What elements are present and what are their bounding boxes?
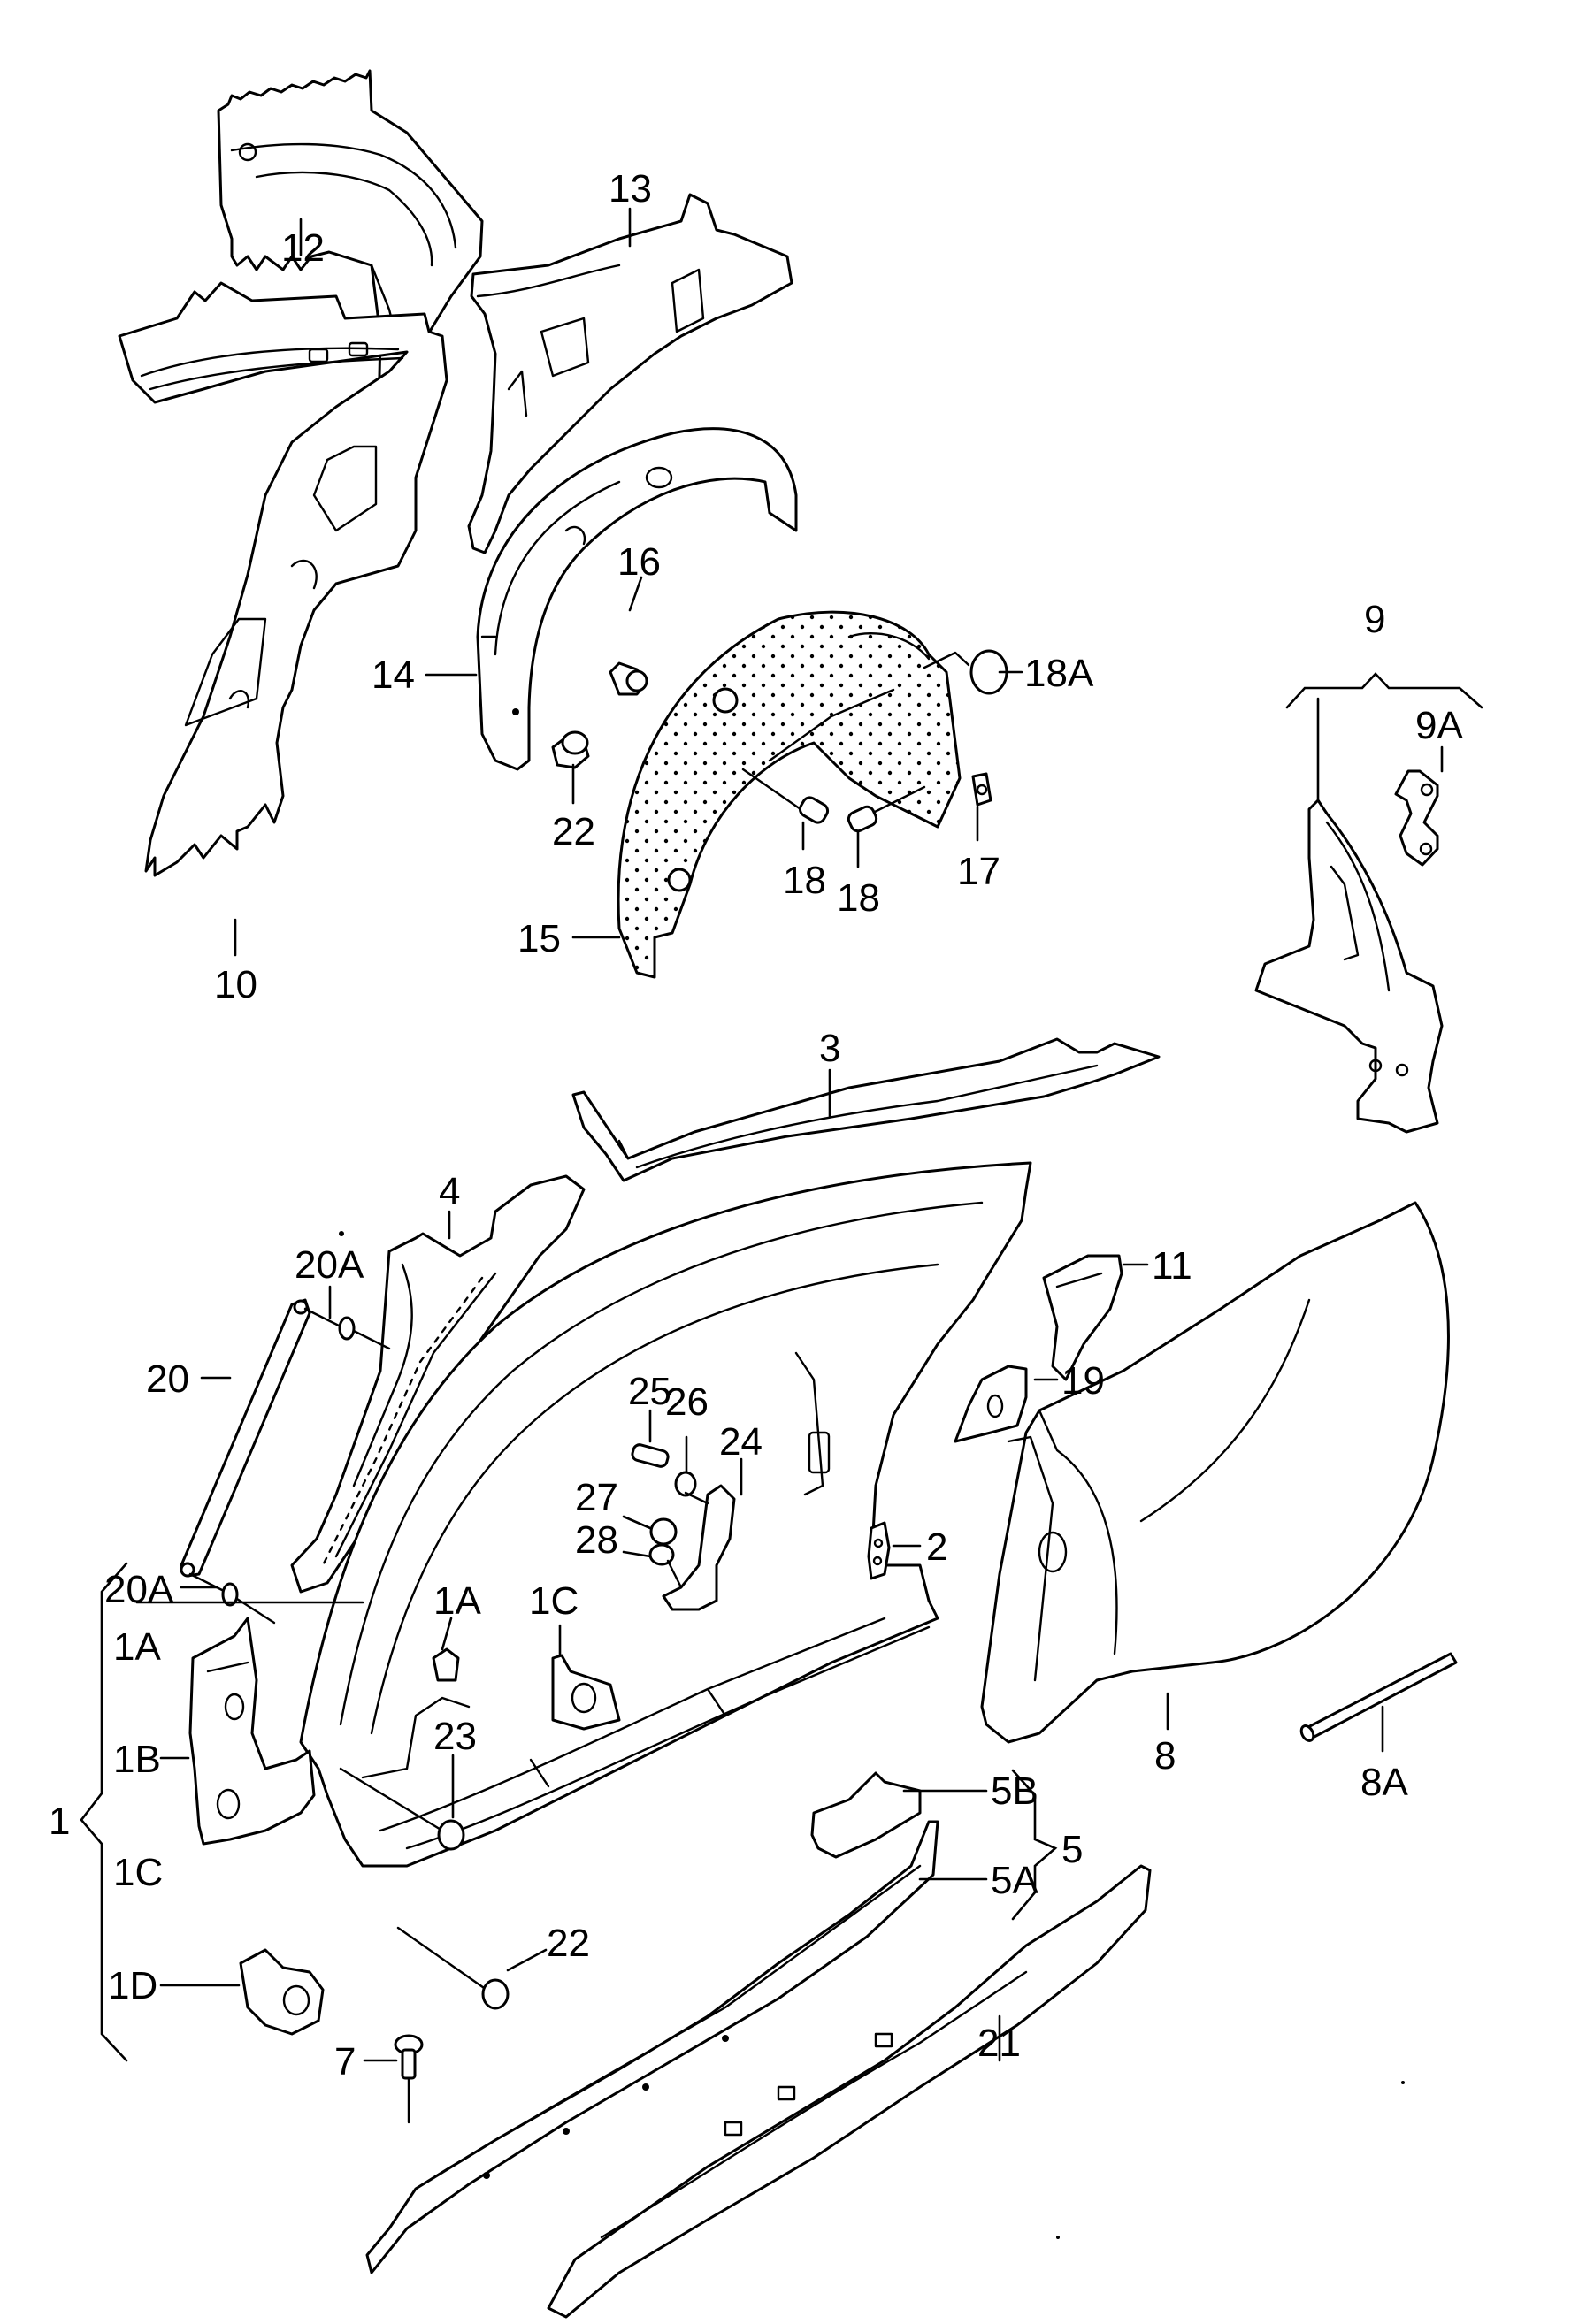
- callout-13: 13: [609, 167, 652, 210]
- part-4-a-pillar: [290, 1174, 586, 1594]
- callout-24: 24: [719, 1420, 763, 1464]
- part-23-expanding-nut: [339, 1767, 465, 1851]
- callout-15: 15: [517, 917, 561, 960]
- callout-5: 5: [1061, 1828, 1083, 1871]
- callout-10: 10: [214, 963, 257, 1006]
- callout-20A-top: 20A: [295, 1243, 364, 1287]
- part-5A-sill: [365, 1820, 939, 2274]
- callout-5A: 5A: [991, 1859, 1038, 1902]
- callout-18A: 18A: [1024, 652, 1094, 695]
- callout-7: 7: [334, 2040, 356, 2083]
- callout-3: 3: [819, 1027, 840, 1070]
- part-15-wheel-arch-liner: [617, 610, 962, 979]
- callout-8A: 8A: [1360, 1761, 1408, 1804]
- callout-26: 26: [665, 1380, 709, 1424]
- callout-9A: 9A: [1415, 704, 1463, 747]
- scan-speck: [1401, 2081, 1405, 2084]
- part-22-expanding-nut-lower: [396, 1926, 510, 2010]
- callout-12: 12: [281, 226, 325, 270]
- part-10-inner-panel: [118, 281, 448, 877]
- part-2-bracket: [867, 1521, 891, 1580]
- part-20A-pin-top: [303, 1307, 391, 1350]
- callout-18-b: 18: [837, 876, 880, 920]
- callout-25: 25: [628, 1370, 671, 1413]
- part-8A-rod: [1299, 1652, 1458, 1742]
- callout-5B: 5B: [991, 1770, 1038, 1813]
- scan-speck: [1056, 2236, 1060, 2239]
- callout-21: 21: [977, 2022, 1021, 2065]
- part-20A-pin-bottom: [188, 1572, 276, 1625]
- callout-4: 4: [439, 1170, 460, 1213]
- part-8-quarter-panel: [980, 1201, 1450, 1744]
- part-11-bracket: [1042, 1254, 1123, 1381]
- callout-23: 23: [433, 1715, 477, 1758]
- callout-9: 9: [1364, 598, 1385, 641]
- part-18-screw-b: [847, 785, 926, 833]
- part-7-clip: [394, 2034, 424, 2124]
- callout-1: 1: [49, 1800, 70, 1843]
- callout-1A-left: 1A: [113, 1625, 161, 1669]
- part-1C-bracket: [551, 1654, 621, 1731]
- callout-22-lower: 22: [547, 1922, 590, 1965]
- part-19-bracket: [954, 1365, 1028, 1443]
- callout-20A-bottom: 20A: [104, 1568, 174, 1611]
- part-22-expanding-nut-top: [551, 730, 590, 769]
- callout-1A-right: 1A: [433, 1579, 481, 1623]
- leader-lines: [80, 207, 1483, 2062]
- callout-1C-left: 1C: [113, 1851, 163, 1894]
- part-24-hinge-bracket: [662, 1484, 736, 1611]
- part-21-sill-trim: [547, 1864, 1152, 2319]
- callout-22-top: 22: [552, 810, 595, 853]
- part-16-clip: [609, 661, 648, 696]
- callout-1B: 1B: [113, 1738, 161, 1781]
- part-1A-clip: [432, 1647, 460, 1682]
- part-5B-reinforcement: [810, 1771, 922, 1859]
- part-1D-end-cap: [239, 1948, 325, 2036]
- callout-20: 20: [146, 1357, 189, 1401]
- part-20-strut: [180, 1298, 311, 1578]
- scan-speck: [339, 1231, 344, 1236]
- callout-8: 8: [1154, 1734, 1176, 1777]
- callout-27: 27: [575, 1476, 618, 1519]
- callout-16: 16: [617, 540, 661, 584]
- callout-11: 11: [1152, 1244, 1192, 1288]
- part-3-roof-rail: [571, 1037, 1161, 1182]
- callout-1D: 1D: [108, 1964, 157, 2007]
- callout-1C-right: 1C: [529, 1579, 579, 1623]
- part-27-nut: [649, 1517, 678, 1546]
- part-17-nut-clip: [971, 772, 992, 807]
- callout-labels: 12 13 14 16 18A 22 18 18 17 15 10 9 9A 3…: [49, 167, 1463, 2083]
- main-side-frame: [299, 1161, 1032, 1868]
- part-13-inner-upper-panel: [467, 193, 793, 554]
- part-9A-bracket: [1394, 769, 1439, 867]
- callout-19: 19: [1061, 1359, 1105, 1403]
- part-9-pillar: [1254, 799, 1444, 1134]
- callout-17: 17: [957, 850, 1000, 893]
- part-1B-panel: [188, 1617, 316, 1846]
- callout-14: 14: [372, 654, 415, 697]
- part-14-wheel-housing: [476, 427, 798, 771]
- callout-28: 28: [575, 1518, 618, 1562]
- callout-2: 2: [926, 1525, 947, 1569]
- part-28-washer: [648, 1543, 675, 1566]
- part-25-bolt: [631, 1443, 670, 1468]
- callout-18-a: 18: [783, 859, 826, 902]
- part-18-screw-a: [741, 768, 830, 824]
